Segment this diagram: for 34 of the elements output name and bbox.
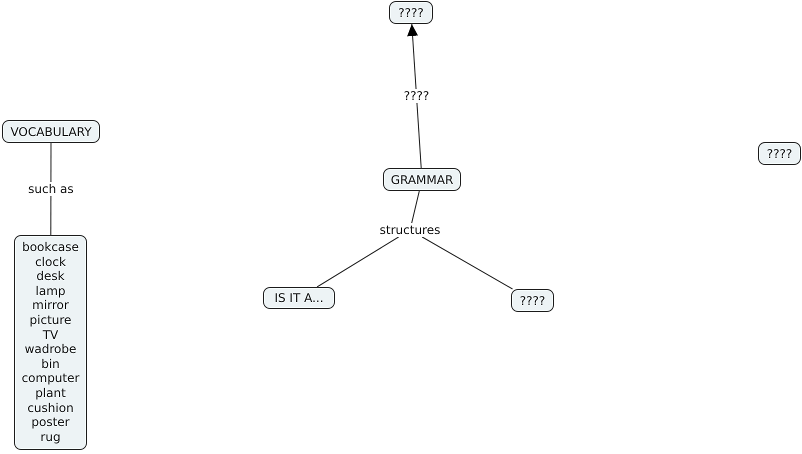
list-word: picture [30,312,72,328]
edge-label: such as [27,182,75,196]
word-list-box [14,235,87,450]
concept-box [263,287,335,309]
list-word: rug [40,430,61,444]
connector-line [316,236,399,288]
list-word: poster [31,415,70,430]
concept-box [389,1,433,24]
list-word: desk [36,269,65,284]
list-word: clock [35,254,66,270]
linking-phrase: structures [378,223,442,237]
connector-line [411,190,420,224]
list-word: bookcase [22,240,79,255]
concept-label: VOCABULARY [10,124,92,138]
list-word: lamp [36,284,66,298]
list-word: wadrobe [24,342,76,357]
list-word: computer [22,371,80,386]
concept-box [2,120,100,143]
concept-box [383,168,461,191]
list-word: cushion [27,400,74,416]
arrow [407,24,422,168]
concept-label: ???? [398,6,424,20]
concept-label: IS IT A... [274,291,324,305]
list-word: plant [35,386,66,401]
list-word: bin [41,356,60,372]
connector-line [422,236,513,290]
concept-box [758,142,801,165]
concept-label: ???? [766,146,792,160]
list-word: TV [42,328,58,342]
concept-label: GRAMMAR [390,172,454,186]
concept-box [511,289,554,312]
edge-label: ???? [402,89,430,103]
list-word: mirror [32,298,69,313]
concept-label: ???? [520,294,546,308]
